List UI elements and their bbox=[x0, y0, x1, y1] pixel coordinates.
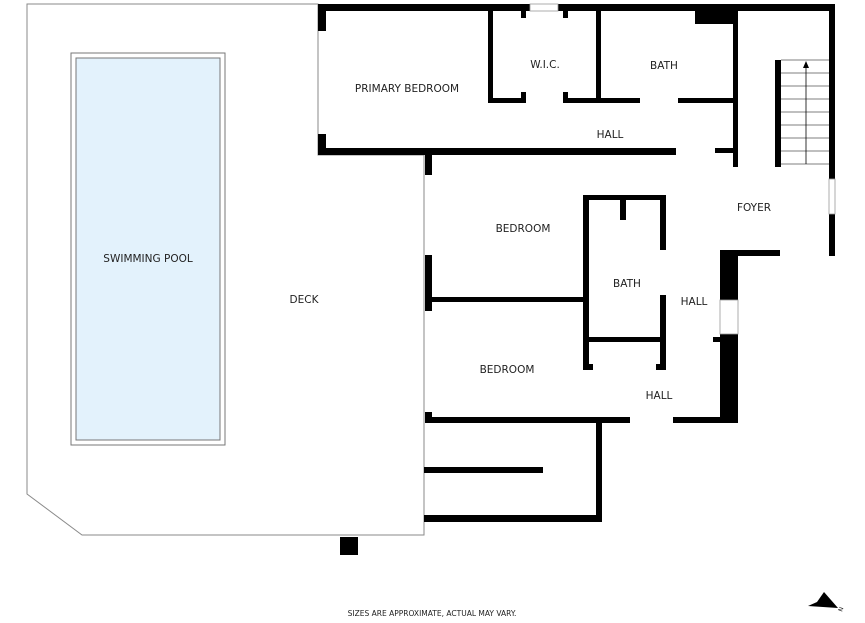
wall bbox=[488, 10, 493, 103]
compass-letter: N bbox=[837, 606, 845, 613]
wall bbox=[583, 195, 589, 370]
wall bbox=[660, 195, 666, 250]
room-label-hall-lower: HALL bbox=[646, 390, 673, 402]
room-label-deck: DECK bbox=[290, 294, 320, 306]
wall bbox=[340, 537, 358, 555]
wall bbox=[521, 92, 526, 103]
wall bbox=[563, 92, 568, 103]
room-label-wic: W.I.C. bbox=[530, 59, 560, 71]
room-label-foyer: FOYER bbox=[737, 202, 771, 214]
wall bbox=[318, 134, 326, 155]
wall bbox=[626, 195, 666, 200]
stair-arrow-icon bbox=[803, 61, 809, 68]
wall bbox=[673, 417, 738, 423]
room-label-bedroom-upper: BEDROOM bbox=[496, 223, 551, 235]
room-label-swimming-pool: SWIMMING POOL bbox=[103, 253, 193, 265]
walls bbox=[318, 4, 835, 555]
wall bbox=[583, 195, 625, 200]
room-label-hall-middle: HALL bbox=[681, 296, 708, 308]
room-label-bath-upper: BATH bbox=[650, 60, 678, 72]
wall bbox=[563, 10, 568, 18]
room-label-primary-bedroom: PRIMARY BEDROOM bbox=[355, 83, 459, 95]
wall bbox=[695, 10, 735, 24]
wall bbox=[563, 98, 601, 103]
room-label-bedroom-lower: BEDROOM bbox=[480, 364, 535, 376]
wall bbox=[425, 417, 630, 423]
window bbox=[828, 178, 836, 215]
wall bbox=[424, 515, 602, 522]
wall bbox=[432, 297, 585, 302]
window bbox=[529, 3, 559, 12]
room-label-hall-upper: HALL bbox=[597, 129, 624, 141]
wall bbox=[775, 60, 781, 167]
disclaimer: SIZES ARE APPROXIMATE, ACTUAL MAY VARY. bbox=[348, 609, 517, 618]
wall bbox=[620, 195, 626, 220]
wall bbox=[715, 148, 735, 153]
wall bbox=[660, 295, 666, 370]
wall bbox=[596, 10, 601, 103]
wall bbox=[585, 337, 665, 342]
wall bbox=[425, 152, 432, 175]
wall bbox=[656, 364, 666, 370]
wall bbox=[720, 250, 780, 256]
wall bbox=[720, 334, 738, 422]
staircase bbox=[781, 59, 829, 165]
compass-icon bbox=[808, 592, 838, 608]
wall bbox=[521, 10, 526, 18]
wall bbox=[733, 10, 738, 167]
wall bbox=[424, 467, 543, 473]
wall bbox=[678, 98, 735, 103]
wall bbox=[720, 250, 738, 300]
room-label-bath-middle: BATH bbox=[613, 278, 641, 290]
wall bbox=[425, 255, 432, 311]
wall bbox=[488, 98, 526, 103]
wall bbox=[318, 4, 326, 31]
wall bbox=[713, 337, 721, 342]
swimming-pool bbox=[75, 57, 221, 441]
wall bbox=[318, 148, 676, 155]
window bbox=[719, 299, 739, 335]
wall bbox=[596, 98, 640, 103]
wall bbox=[829, 4, 835, 179]
wall bbox=[583, 364, 593, 370]
wall bbox=[318, 4, 835, 11]
wall bbox=[829, 214, 835, 256]
wall bbox=[596, 420, 602, 522]
